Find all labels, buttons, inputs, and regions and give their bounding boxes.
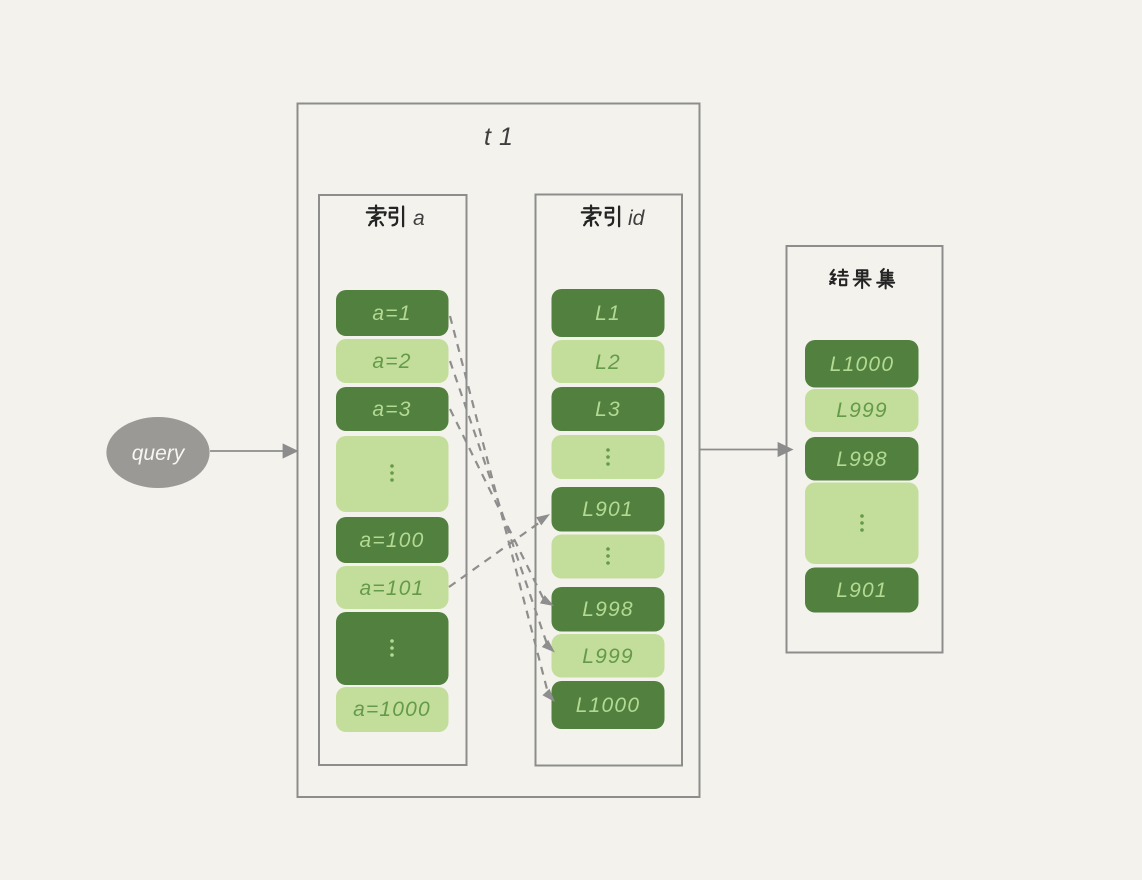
svg-text:a=1: a=1 [372, 302, 411, 325]
svg-text:a=100: a=100 [360, 529, 425, 552]
svg-text:id: id [628, 207, 646, 230]
svg-text:L1000: L1000 [830, 353, 894, 376]
svg-text:t1: t1 [484, 123, 521, 151]
svg-text:a=1000: a=1000 [353, 698, 431, 721]
svg-text:query: query [132, 442, 186, 465]
svg-text:L998: L998 [836, 448, 888, 471]
svg-text:L3: L3 [595, 398, 621, 421]
svg-text:a=3: a=3 [372, 398, 411, 421]
svg-text:L999: L999 [836, 399, 888, 422]
svg-text:L1: L1 [595, 302, 621, 325]
svg-text:L998: L998 [582, 598, 634, 621]
svg-text:L901: L901 [836, 579, 888, 602]
svg-text:L2: L2 [595, 351, 621, 374]
svg-text:L901: L901 [582, 498, 634, 521]
svg-text:a=101: a=101 [360, 577, 425, 600]
svg-text:a=2: a=2 [372, 350, 411, 373]
svg-text:L999: L999 [582, 645, 634, 668]
svg-text:L1000: L1000 [576, 694, 640, 717]
svg-text:a: a [413, 207, 425, 230]
